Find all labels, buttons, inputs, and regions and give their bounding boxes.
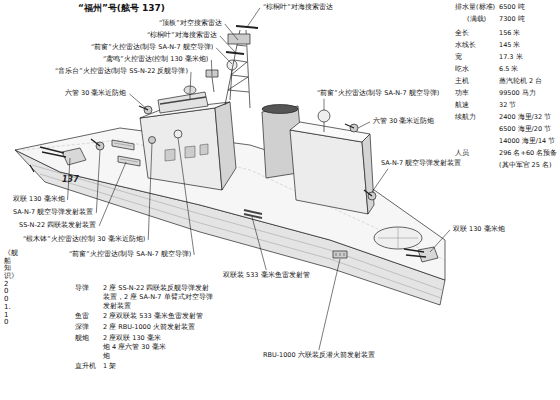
callout-label: RBU-1000 六联装反潜火箭发射装置 [262,352,376,360]
spec-value: 7300 吨 [499,16,525,24]
leader-line [252,217,266,270]
spec-label: 航速 [455,102,469,110]
leader-line [225,24,238,40]
leader-line [220,36,235,52]
callout-label: 六管 30 毫米近防炮 [372,118,435,126]
callout-label: 六管 30 毫米近防炮 [64,90,127,98]
armament-value: 2 座 SS-N-22 四联装反舰导弹发射装置，2 座 SA-N-7 单臂式对空… [103,284,215,310]
armament-value: 2 座双联装 533 毫米鱼雷发射管 [103,312,243,321]
spec-value: 17.3 米 [499,54,523,62]
spec-label: 宽 [455,54,462,62]
armament-label: 舰炮 [75,334,89,343]
spec-value: 14000 海里/14 节 [499,138,555,146]
leader-line [99,162,126,226]
spec-value: (其中军官 25 名) [499,162,551,170]
leader-line [430,230,450,252]
leader-line [247,8,260,27]
callout-label: “鸢鸣”火控雷达(控制 130 毫米炮) [102,56,209,64]
spec-label: 功率 [455,90,469,98]
callout-label: 双联装 533 毫米鱼雷发射管 [222,272,311,280]
diagram-title: “福州”号(舷号 137) [78,3,165,14]
armament-label: 鱼雷 [75,312,89,321]
callout-label: 双联 130 毫米炮 [12,196,66,204]
spec-value: 156 米 [499,30,520,38]
callout-label: “棕桐叶”对海搜索雷达 [146,32,218,40]
leader-line [372,169,388,192]
callout-label: “前窗”火控雷达(制导 SA-N-7 舰空导弹) [316,90,440,98]
callout-label: “棕桐叶”对海搜索雷达 [262,4,334,12]
armament-value: 2 座 RBU-1000 火箭发射装置 [103,323,243,332]
callout-label: “顶板”对空搜索雷达 [158,20,223,28]
armament-value: 2 座双联 130 毫米炮 4 座六管 30 毫米炮 [103,334,167,360]
spec-label: 排水量(标准) [455,4,495,12]
spec-value: 2400 海里/32 节 [499,114,551,122]
leader-line [211,60,213,76]
callout-label: “前窗”火控雷达(制导 SA-N-7 舰空导弹) [90,44,214,52]
callout-label: “音乐台”火控雷达(制导 SS-N-22 反舰导弹) [54,68,189,76]
spec-value: 6500 吨 [499,4,525,12]
spec-label: 人员 [455,150,469,158]
leader-line [178,138,194,255]
leader-line [358,122,370,128]
spec-value: 蒸汽轮机 2 台 [499,78,542,86]
spec-value: 145 米 [499,42,520,50]
spec-label: 续航力 [455,114,476,122]
callout-label: SA-N-7 舰空导弹发射装置 [12,209,94,217]
spec-label: 水线长 [455,42,476,50]
armament-label: 深弹 [75,323,89,332]
leader-line [324,99,325,110]
spec-label: 全长 [455,30,469,38]
armament-label: 导弹 [75,284,89,293]
spec-label: 吃水 [455,66,469,74]
callout-label: SS-N-22 四联装发射装置 [18,222,97,230]
callout-label: “前窗”火控雷达(制导 SA-N-7 舰空导弹) [68,251,192,259]
spec-value: 32 节 [499,102,516,110]
spec-value: 6.5 米 [499,66,518,74]
leader-line [216,48,232,64]
leader-line [129,94,148,110]
source-note: 《舰船知识》2001.10 [4,250,11,327]
leader-line [319,259,340,350]
armament-value: 1 架 [103,362,243,371]
spec-value: 6500 海里/20 节 [499,126,551,134]
spec-value: 296 名+60 名预备 [499,150,557,158]
leader-line [96,150,100,213]
leader-line [148,143,152,240]
callout-label: SA-N-7 舰空导弹发射装置 [380,160,462,168]
spec-label: 主机 [455,78,469,86]
spec-label: (满载) [467,16,486,24]
spec-value: 99500 马力 [499,90,536,98]
leader-line [190,72,191,93]
callout-label: 双联 130 毫米炮 [452,226,506,234]
armament-label: 直升机 [75,362,96,371]
callout-label: “椴木钵”火控雷达(控制 30 毫米近防炮) [22,236,146,244]
pennant-number: 137 [62,175,79,185]
